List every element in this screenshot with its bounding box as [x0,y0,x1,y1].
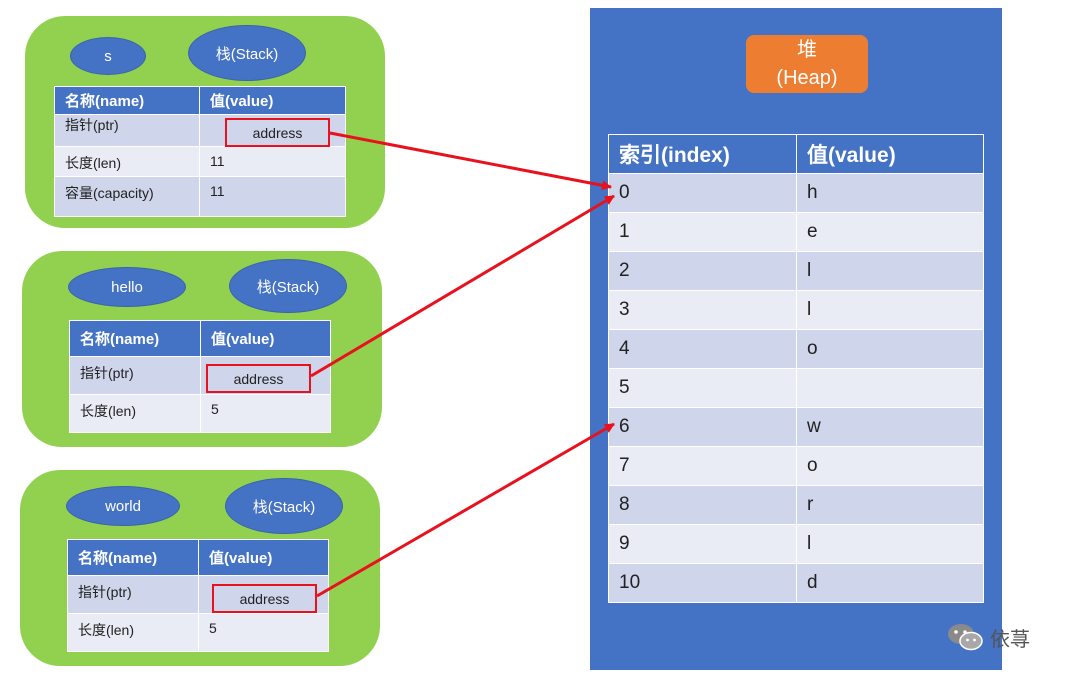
header-value: 值(value) [200,320,331,357]
heap-header-value: 值(value) [796,134,984,174]
row-value: 5 [198,613,329,652]
row-value [200,356,331,395]
header-value: 值(value) [198,539,329,576]
row-name: 长度(len) [67,613,199,652]
address-box: address [225,118,330,147]
stack-label-ellipse: 栈(Stack) [225,478,343,534]
heap-index-cell: 1 [608,212,797,252]
var-name-ellipse: world [66,486,180,526]
stack-label-ellipse: 栈(Stack) [229,259,347,313]
heap-value-cell: l [796,290,984,330]
header-name: 名称(name) [69,320,201,357]
heap-value-cell: o [796,329,984,369]
watermark-text: 依荨 [990,628,1030,651]
wechat-icon [948,624,983,651]
heap-value-cell: r [796,485,984,525]
heap-index-cell: 5 [608,368,797,408]
header-name: 名称(name) [67,539,199,576]
heap-value-cell: o [796,446,984,486]
stack-label-ellipse: 栈(Stack) [188,25,306,81]
row-name: 指针(ptr) [67,575,199,614]
arrow-s-to-index-0 [329,131,612,191]
heap-title-main: 堆 [797,39,817,61]
heap-index-cell: 10 [608,563,797,603]
watermark: 依荨 [946,622,1030,652]
stack-table-world: 名称(name) 值(value) 指针(ptr) 长度(len) 5 [67,539,329,652]
heap-index-cell: 2 [608,251,797,291]
row-name: 指针(ptr) [54,114,200,147]
heap-value-cell: e [796,212,984,252]
row-name: 长度(len) [54,146,200,177]
row-value: 11 [199,176,346,217]
stack-table-hello: 名称(name) 值(value) 指针(ptr) 长度(len) 5 [69,320,331,433]
heap-title: 堆 (Heap) [746,35,868,93]
heap-value-cell [796,368,984,408]
heap-index-cell: 8 [608,485,797,525]
heap-index-cell: 3 [608,290,797,330]
heap-value-cell: h [796,173,984,213]
address-box: address [206,364,311,393]
heap-index-cell: 4 [608,329,797,369]
heap-index-cell: 6 [608,407,797,447]
row-value: 11 [199,146,346,177]
heap-value-cell: d [796,563,984,603]
row-name: 长度(len) [69,394,201,433]
heap-value-cell: w [796,407,984,447]
var-name-ellipse: hello [68,267,186,307]
header-value: 值(value) [199,86,346,115]
stack-table-s: 名称(name) 值(value) 指针(ptr) 长度(len) 11 容量(… [54,86,346,217]
heap-header-index: 索引(index) [608,134,797,174]
heap-index-cell: 7 [608,446,797,486]
heap-row: 5 [608,368,984,408]
row-value: 5 [200,394,331,433]
row-value [199,114,346,147]
row-value [198,575,329,614]
var-name-ellipse: s [70,37,146,75]
address-box: address [212,584,317,613]
row-name: 容量(capacity) [54,176,200,217]
heap-value-cell: l [796,251,984,291]
arrow-hello-to-index-0 [310,194,615,378]
arrow-world-to-index-6 [316,422,615,598]
heap-title-sub: (Heap) [776,67,838,89]
